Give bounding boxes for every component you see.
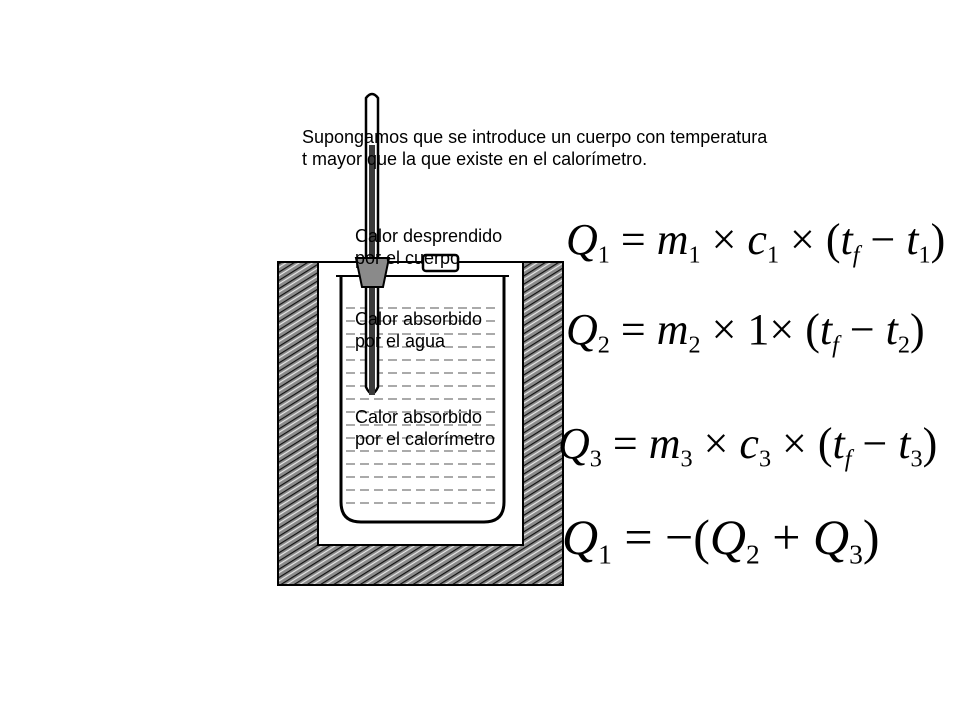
equation-balance: Q1 = −(Q2 + Q3) — [562, 509, 880, 570]
stopper — [354, 257, 391, 288]
equation-q1: Q1 = m1 × c1 × (tf − t1) — [566, 215, 946, 269]
water-lines — [346, 307, 499, 504]
label-line: por el agua — [355, 331, 446, 351]
stirrer-handle — [421, 253, 460, 273]
label-line: Calor absorbido — [355, 407, 483, 427]
label-line: por el calorímetro — [355, 429, 496, 449]
intro-line-2: t mayor que la que existe en el caloríme… — [302, 149, 648, 169]
label-line: por el cuerpo — [355, 248, 461, 268]
intro-text: Supongamos que se introduce un cuerpo co… — [302, 126, 767, 170]
intro-line-1: Supongamos que se introduce un cuerpo co… — [302, 127, 768, 147]
equation-q3: Q3 = m3 × c3 × (tf − t3) — [558, 419, 938, 473]
label-line: Calor desprendido — [355, 226, 503, 246]
label-line: Calor absorbido — [355, 309, 483, 329]
equation-q2: Q2 = m2 × 1× (tf − t2) — [566, 305, 925, 359]
